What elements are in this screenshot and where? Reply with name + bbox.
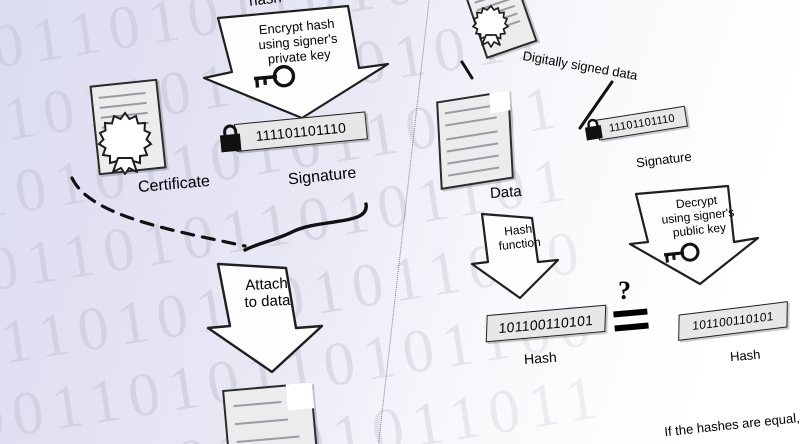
- certificate-connector: [70, 176, 247, 248]
- doc-line: [236, 435, 300, 444]
- doc-line: [446, 142, 499, 153]
- key-icon: [253, 65, 296, 88]
- computed-hash: 101100110101 Hash: [485, 304, 607, 367]
- certificate: Certificate: [89, 78, 211, 196]
- connector-to-data: [460, 60, 474, 80]
- computed-hash-label: Hash: [523, 348, 558, 368]
- doc-fold-icon: [285, 382, 314, 411]
- doc-line: [445, 116, 497, 127]
- padlock-icon: [219, 124, 242, 153]
- doc-line: [98, 91, 146, 99]
- doc-line: [448, 166, 500, 177]
- doc-line: [446, 130, 498, 141]
- attach-arrow-shape: [206, 262, 324, 374]
- encrypt-hash-arrow: Encrypt hash using signer's private key: [196, 2, 396, 120]
- decrypted-hash-label: Hash: [729, 346, 761, 365]
- key-icon: [663, 242, 700, 263]
- encrypt-arrow-shape: [202, 4, 390, 120]
- digitally-signed-data: Digitally signed data: [464, 0, 639, 83]
- attach-connectors: [70, 176, 368, 252]
- data-document: Data: [436, 90, 522, 202]
- hash-function-arrow-shape: [470, 212, 560, 300]
- decrypted-hash: 101100110101 Hash: [678, 301, 788, 364]
- data-document-shape: [436, 90, 514, 190]
- doc-line: [447, 154, 499, 165]
- attach-to-data-arrow: Attach to data: [200, 250, 360, 375]
- doc-fold-icon: [489, 90, 511, 114]
- doc-line: [99, 101, 147, 109]
- signature-connector: [243, 202, 368, 252]
- padlock-icon: [584, 118, 603, 141]
- computed-hash-value: 101100110101: [485, 304, 607, 343]
- connector-to-signature: [578, 80, 614, 130]
- comparison-equals-icon: [613, 308, 649, 332]
- result-document-shape: [222, 382, 320, 444]
- signed-result-document: [222, 382, 320, 444]
- doc-line: [444, 104, 497, 115]
- hash-function-arrow: Hash function: [466, 204, 586, 304]
- data-label: Data: [489, 182, 523, 203]
- doc-line: [233, 400, 282, 408]
- signed-data-split-connectors: [460, 60, 614, 130]
- signature-left: 111101101110 Signature: [214, 111, 368, 189]
- attach-arrow-label: Attach to data: [244, 274, 291, 312]
- certificate-seal-icon: [97, 111, 153, 175]
- doc-line: [234, 418, 289, 426]
- comparison-question-mark: ?: [618, 276, 631, 305]
- signed-data-seal-icon: [471, 4, 510, 48]
- signature-right: 11101101110 Signature: [582, 105, 692, 170]
- decrypt-arrow-shape: [628, 184, 760, 286]
- decrypt-arrow: Decrypt using signer's public key: [622, 180, 772, 288]
